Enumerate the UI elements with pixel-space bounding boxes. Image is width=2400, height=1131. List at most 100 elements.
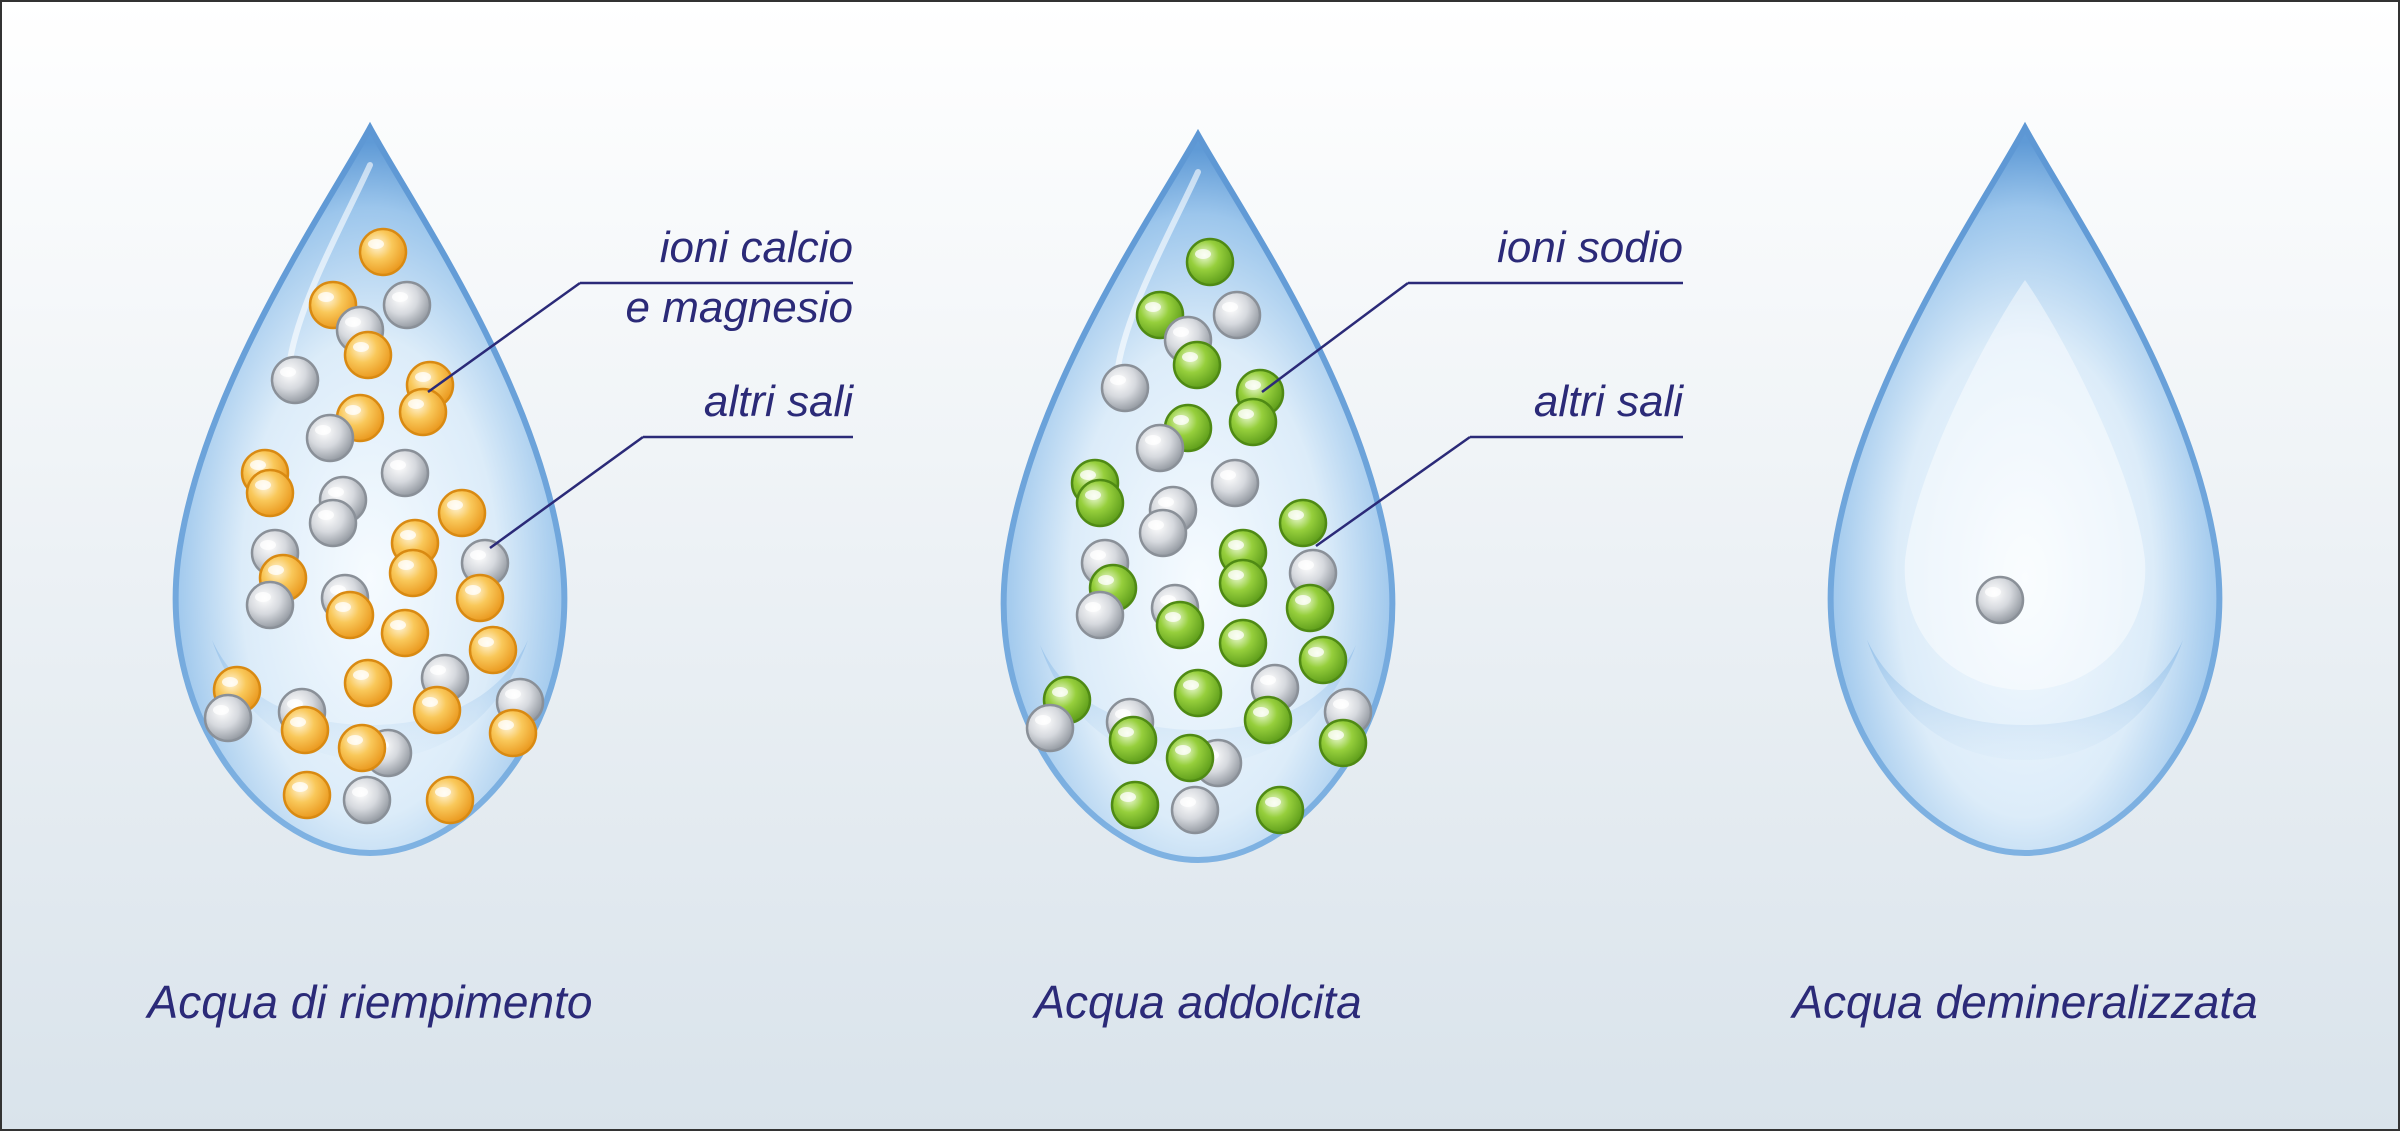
ion-sphere xyxy=(203,693,253,743)
ion-highlight xyxy=(292,782,308,792)
ion-sphere xyxy=(412,685,462,735)
panel-softened-water: ioni sodio altri sali Acqua addolcita xyxy=(1000,128,1684,1028)
label-calcium-magnesium-line1: ioni calcio xyxy=(660,223,853,272)
ion-highlight xyxy=(465,585,481,595)
ion-highlight xyxy=(268,565,284,575)
ion-sphere xyxy=(437,488,487,538)
ion-sphere xyxy=(1243,695,1293,745)
ion-sphere xyxy=(343,330,393,380)
ion-sphere xyxy=(1100,363,1150,413)
ion-sphere xyxy=(1228,397,1278,447)
label-other-salts-2: altri sali xyxy=(1534,377,1684,426)
ion-highlight xyxy=(260,540,276,550)
ion-highlight xyxy=(1265,797,1281,807)
ion-highlight xyxy=(1085,490,1101,500)
calcium-magnesium-ion xyxy=(343,658,393,708)
ion-sphere xyxy=(1110,780,1160,830)
ion-highlight xyxy=(1165,612,1181,622)
ion-highlight xyxy=(1158,497,1174,507)
calcium-magnesium-ion xyxy=(437,488,487,538)
ion-sphere xyxy=(1975,575,2025,625)
sodium-ion xyxy=(1075,478,1125,528)
calcium-magnesium-ion xyxy=(398,387,448,437)
other-salt-ion xyxy=(1100,363,1150,413)
ion-highlight xyxy=(280,367,296,377)
sodium-ion xyxy=(1108,715,1158,765)
ion-sphere xyxy=(488,708,538,758)
ion-sphere xyxy=(1075,478,1125,528)
ion-highlight xyxy=(1308,647,1324,657)
sodium-ion xyxy=(1185,237,1235,287)
ion-highlight xyxy=(1985,587,2001,597)
other-salt-ion xyxy=(270,355,320,405)
other-salt-ion xyxy=(1170,785,1220,835)
ion-highlight xyxy=(505,689,521,699)
other-salt-ion xyxy=(1212,290,1262,340)
ion-highlight xyxy=(1180,797,1196,807)
ion-highlight xyxy=(1228,630,1244,640)
sodium-ion xyxy=(1228,397,1278,447)
other-salt-ion xyxy=(1075,590,1125,640)
ion-highlight xyxy=(390,460,406,470)
ion-highlight xyxy=(1228,540,1244,550)
ion-sphere xyxy=(305,413,355,463)
calcium-magnesium-ion xyxy=(468,625,518,675)
leader-line-other-salts-2 xyxy=(1315,435,1471,548)
ions-demineralized-water xyxy=(1975,575,2025,625)
ion-sphere xyxy=(388,548,438,598)
ion-highlight xyxy=(213,705,229,715)
calcium-magnesium-ion xyxy=(358,227,408,277)
ion-highlight xyxy=(1195,249,1211,259)
ion-highlight xyxy=(250,460,266,470)
ion-highlight xyxy=(1328,730,1344,740)
ion-highlight xyxy=(470,550,486,560)
caption-fill-water: Acqua di riempimento xyxy=(145,976,593,1028)
ion-sphere xyxy=(1155,600,1205,650)
ion-sphere xyxy=(245,580,295,630)
ion-sphere xyxy=(325,590,375,640)
ion-highlight xyxy=(1035,715,1051,725)
ion-highlight xyxy=(347,735,363,745)
ion-highlight xyxy=(287,699,303,709)
ion-highlight xyxy=(1052,687,1068,697)
ion-highlight xyxy=(1298,560,1314,570)
ion-sphere xyxy=(1212,290,1262,340)
calcium-magnesium-ion xyxy=(488,708,538,758)
ion-highlight xyxy=(222,677,238,687)
ion-highlight xyxy=(1222,302,1238,312)
calcium-magnesium-ion xyxy=(388,548,438,598)
ion-highlight xyxy=(408,399,424,409)
other-salt-ion xyxy=(308,498,358,548)
ion-sphere xyxy=(1108,715,1158,765)
calcium-magnesium-ion xyxy=(455,573,505,623)
sodium-ion xyxy=(1110,780,1160,830)
other-salt-ion xyxy=(380,448,430,498)
ion-highlight xyxy=(353,670,369,680)
ion-highlight xyxy=(400,530,416,540)
calcium-magnesium-ion xyxy=(337,723,387,773)
ion-sphere xyxy=(1278,498,1328,548)
ion-highlight xyxy=(390,620,406,630)
other-salt-ion xyxy=(342,775,392,825)
ion-highlight xyxy=(328,487,344,497)
calcium-magnesium-ion xyxy=(325,590,375,640)
ion-sphere xyxy=(468,625,518,675)
caption-demineralized-water: Acqua demineralizzata xyxy=(1789,976,2257,1028)
ion-sphere xyxy=(245,468,295,518)
ion-highlight xyxy=(1085,602,1101,612)
other-salt-ion xyxy=(382,280,432,330)
calcium-magnesium-ion xyxy=(425,775,475,825)
ion-sphere xyxy=(1165,733,1215,783)
ion-sphere xyxy=(1173,668,1223,718)
ion-sphere xyxy=(1298,635,1348,685)
other-salt-ion xyxy=(203,693,253,743)
other-salt-ion xyxy=(1135,423,1185,473)
other-salt-ion xyxy=(305,413,355,463)
ion-highlight xyxy=(345,405,361,415)
label-sodium: ioni sodio xyxy=(1497,223,1683,272)
other-salt-ion xyxy=(245,580,295,630)
ion-highlight xyxy=(1090,550,1106,560)
sodium-ion xyxy=(1255,785,1305,835)
ion-highlight xyxy=(1145,302,1161,312)
